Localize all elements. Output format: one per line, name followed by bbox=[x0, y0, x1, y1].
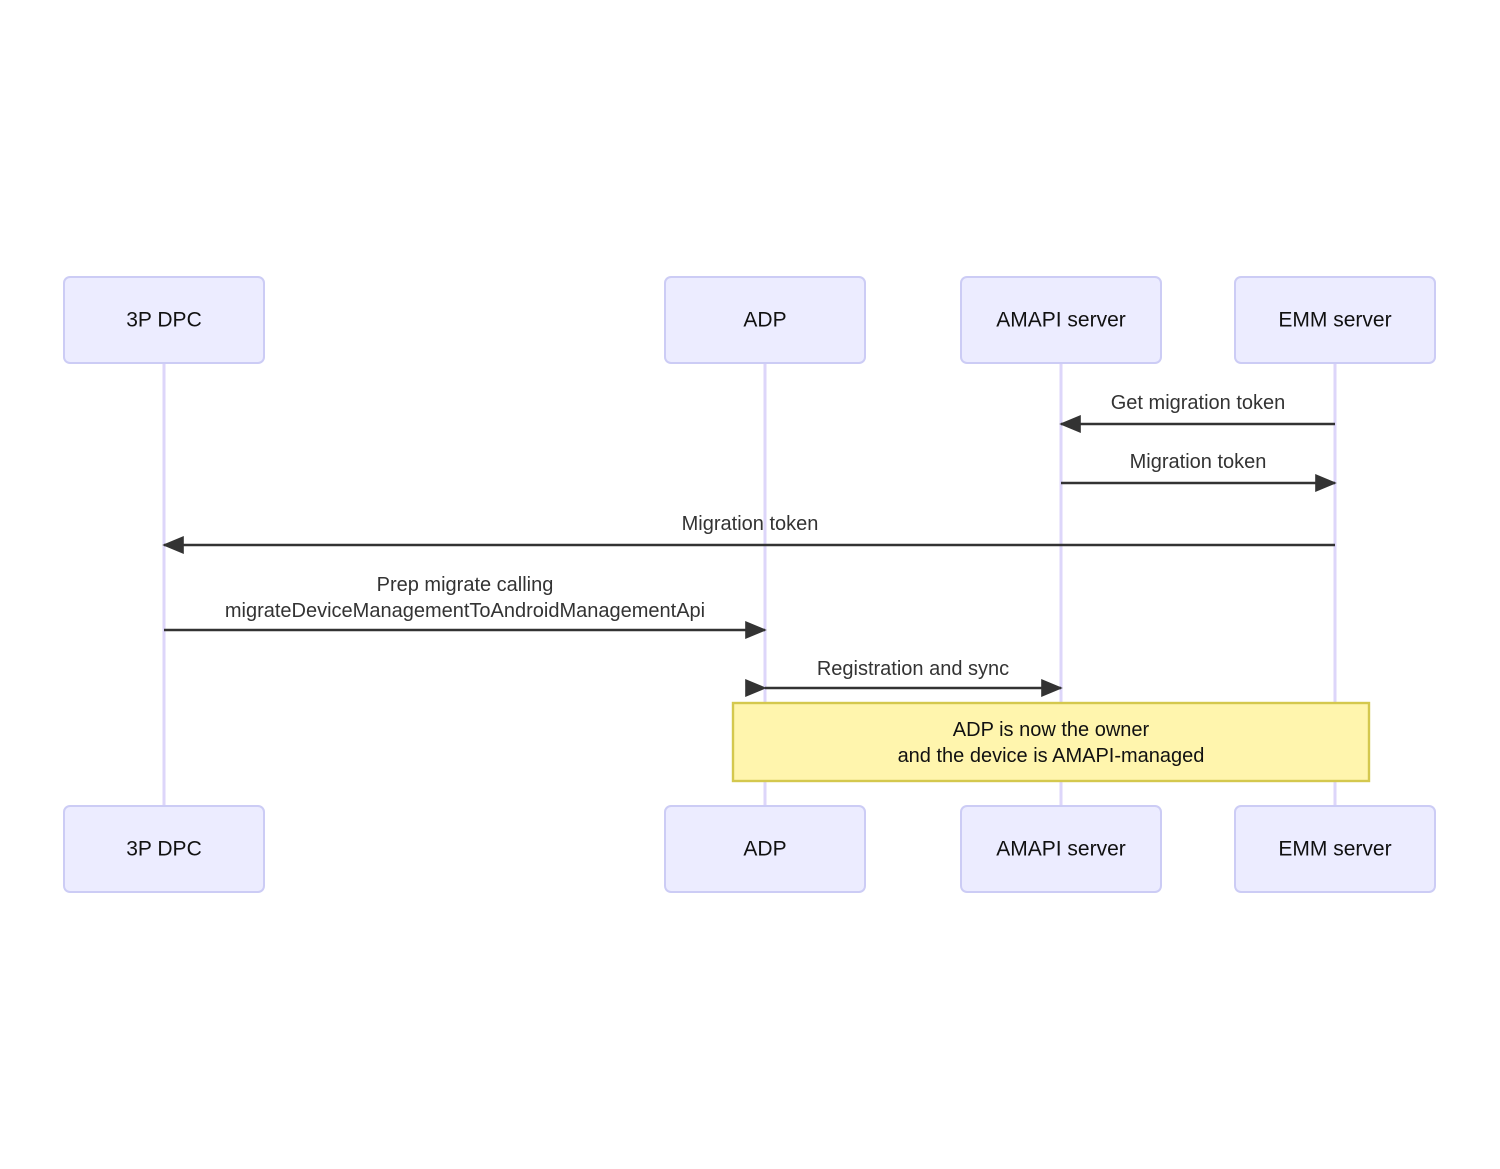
participant-adp-top[interactable]: ADP bbox=[664, 276, 866, 364]
message-label: Migration token bbox=[1130, 451, 1267, 473]
participant-adp-bottom[interactable]: ADP bbox=[664, 805, 866, 893]
message-m2: Migration token bbox=[1061, 451, 1337, 492]
participant-box[interactable] bbox=[960, 805, 1162, 893]
message-m3: Migration token bbox=[162, 513, 1335, 554]
participant-label: 3P DPC bbox=[126, 838, 201, 861]
participant-dpc-bottom[interactable]: 3P DPC bbox=[63, 805, 265, 893]
participants-bottom-group: 3P DPC ADP AMAPI server EMM server bbox=[63, 805, 1436, 893]
participant-box[interactable] bbox=[63, 805, 265, 893]
participant-label: 3P DPC bbox=[126, 309, 201, 332]
participant-box[interactable] bbox=[1234, 805, 1436, 893]
participant-label: AMAPI server bbox=[996, 309, 1126, 332]
participant-box[interactable] bbox=[664, 805, 866, 893]
message-label: Migration token bbox=[682, 513, 819, 535]
participant-label: EMM server bbox=[1278, 838, 1391, 861]
participant-label: EMM server bbox=[1278, 309, 1391, 332]
participant-box[interactable] bbox=[1234, 276, 1436, 364]
message-label: Registration and sync bbox=[817, 658, 1009, 680]
participant-box[interactable] bbox=[960, 276, 1162, 364]
participant-dpc-top[interactable]: 3P DPC bbox=[63, 276, 265, 364]
message-m1: Get migration token bbox=[1059, 392, 1335, 433]
participant-box[interactable] bbox=[664, 276, 866, 364]
participant-box[interactable] bbox=[63, 276, 265, 364]
participants-top-group: 3P DPC ADP AMAPI server EMM server bbox=[63, 276, 1436, 364]
participant-emm-bottom[interactable]: EMM server bbox=[1234, 805, 1436, 893]
participant-label: AMAPI server bbox=[996, 838, 1126, 861]
message-m5: Registration and sync bbox=[745, 658, 1063, 697]
participant-amapi-bottom[interactable]: AMAPI server bbox=[960, 805, 1162, 893]
note-box bbox=[731, 701, 1371, 783]
participant-label: ADP bbox=[743, 309, 786, 332]
participant-amapi-top[interactable]: AMAPI server bbox=[960, 276, 1162, 364]
participant-label: ADP bbox=[743, 838, 786, 861]
participant-emm-top[interactable]: EMM server bbox=[1234, 276, 1436, 364]
message-label: Get migration token bbox=[1111, 392, 1286, 414]
